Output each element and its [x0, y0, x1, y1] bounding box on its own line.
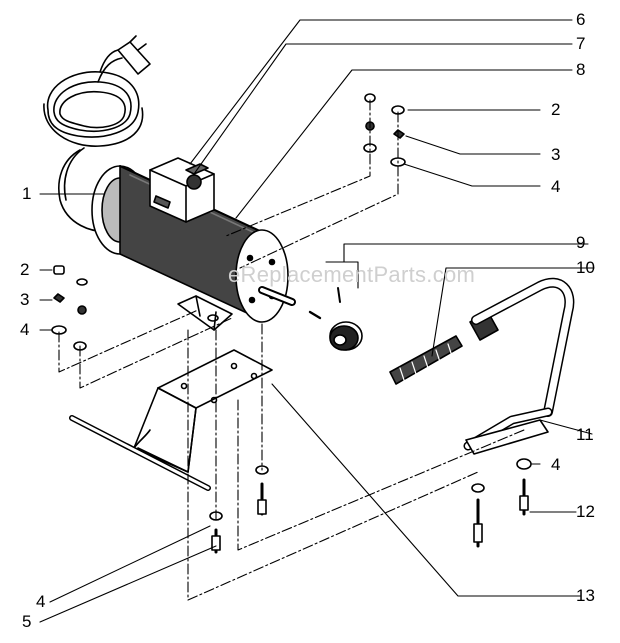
- handle-grip: [389, 311, 499, 385]
- callout-5: 5: [22, 612, 32, 631]
- power-cord: [43, 35, 169, 233]
- callout-9: 9: [576, 233, 586, 252]
- callout-3-left: 3: [20, 290, 30, 309]
- hardware-left: [51, 265, 88, 351]
- handle-tube: [463, 277, 575, 455]
- callout-8: 8: [576, 60, 586, 79]
- callout-4-bottom: 4: [36, 592, 46, 611]
- assembly-lines: [58, 99, 525, 601]
- watermark-text: eReplacementParts.com: [228, 262, 476, 287]
- callout-1: 1: [22, 184, 32, 203]
- callout-10: 10: [576, 258, 595, 277]
- callout-2-left: 2: [20, 260, 30, 279]
- hardware-bottom: [209, 458, 532, 554]
- callout-3-right: 3: [551, 145, 561, 164]
- callout-7: 7: [576, 34, 586, 53]
- leader-lines: [39, 19, 595, 623]
- callout-11: 11: [576, 425, 594, 444]
- fan-pulley: [308, 287, 363, 351]
- callout-4-left: 4: [20, 320, 30, 339]
- callout-2-right: 2: [551, 100, 561, 119]
- motor: [91, 157, 296, 331]
- callout-12: 12: [576, 502, 595, 521]
- callout-6: 6: [576, 10, 586, 29]
- callout-13: 13: [576, 586, 595, 605]
- callout-4-right-top: 4: [551, 177, 561, 196]
- callout-4-right-bottom: 4: [551, 455, 561, 474]
- base-stand: [69, 349, 273, 491]
